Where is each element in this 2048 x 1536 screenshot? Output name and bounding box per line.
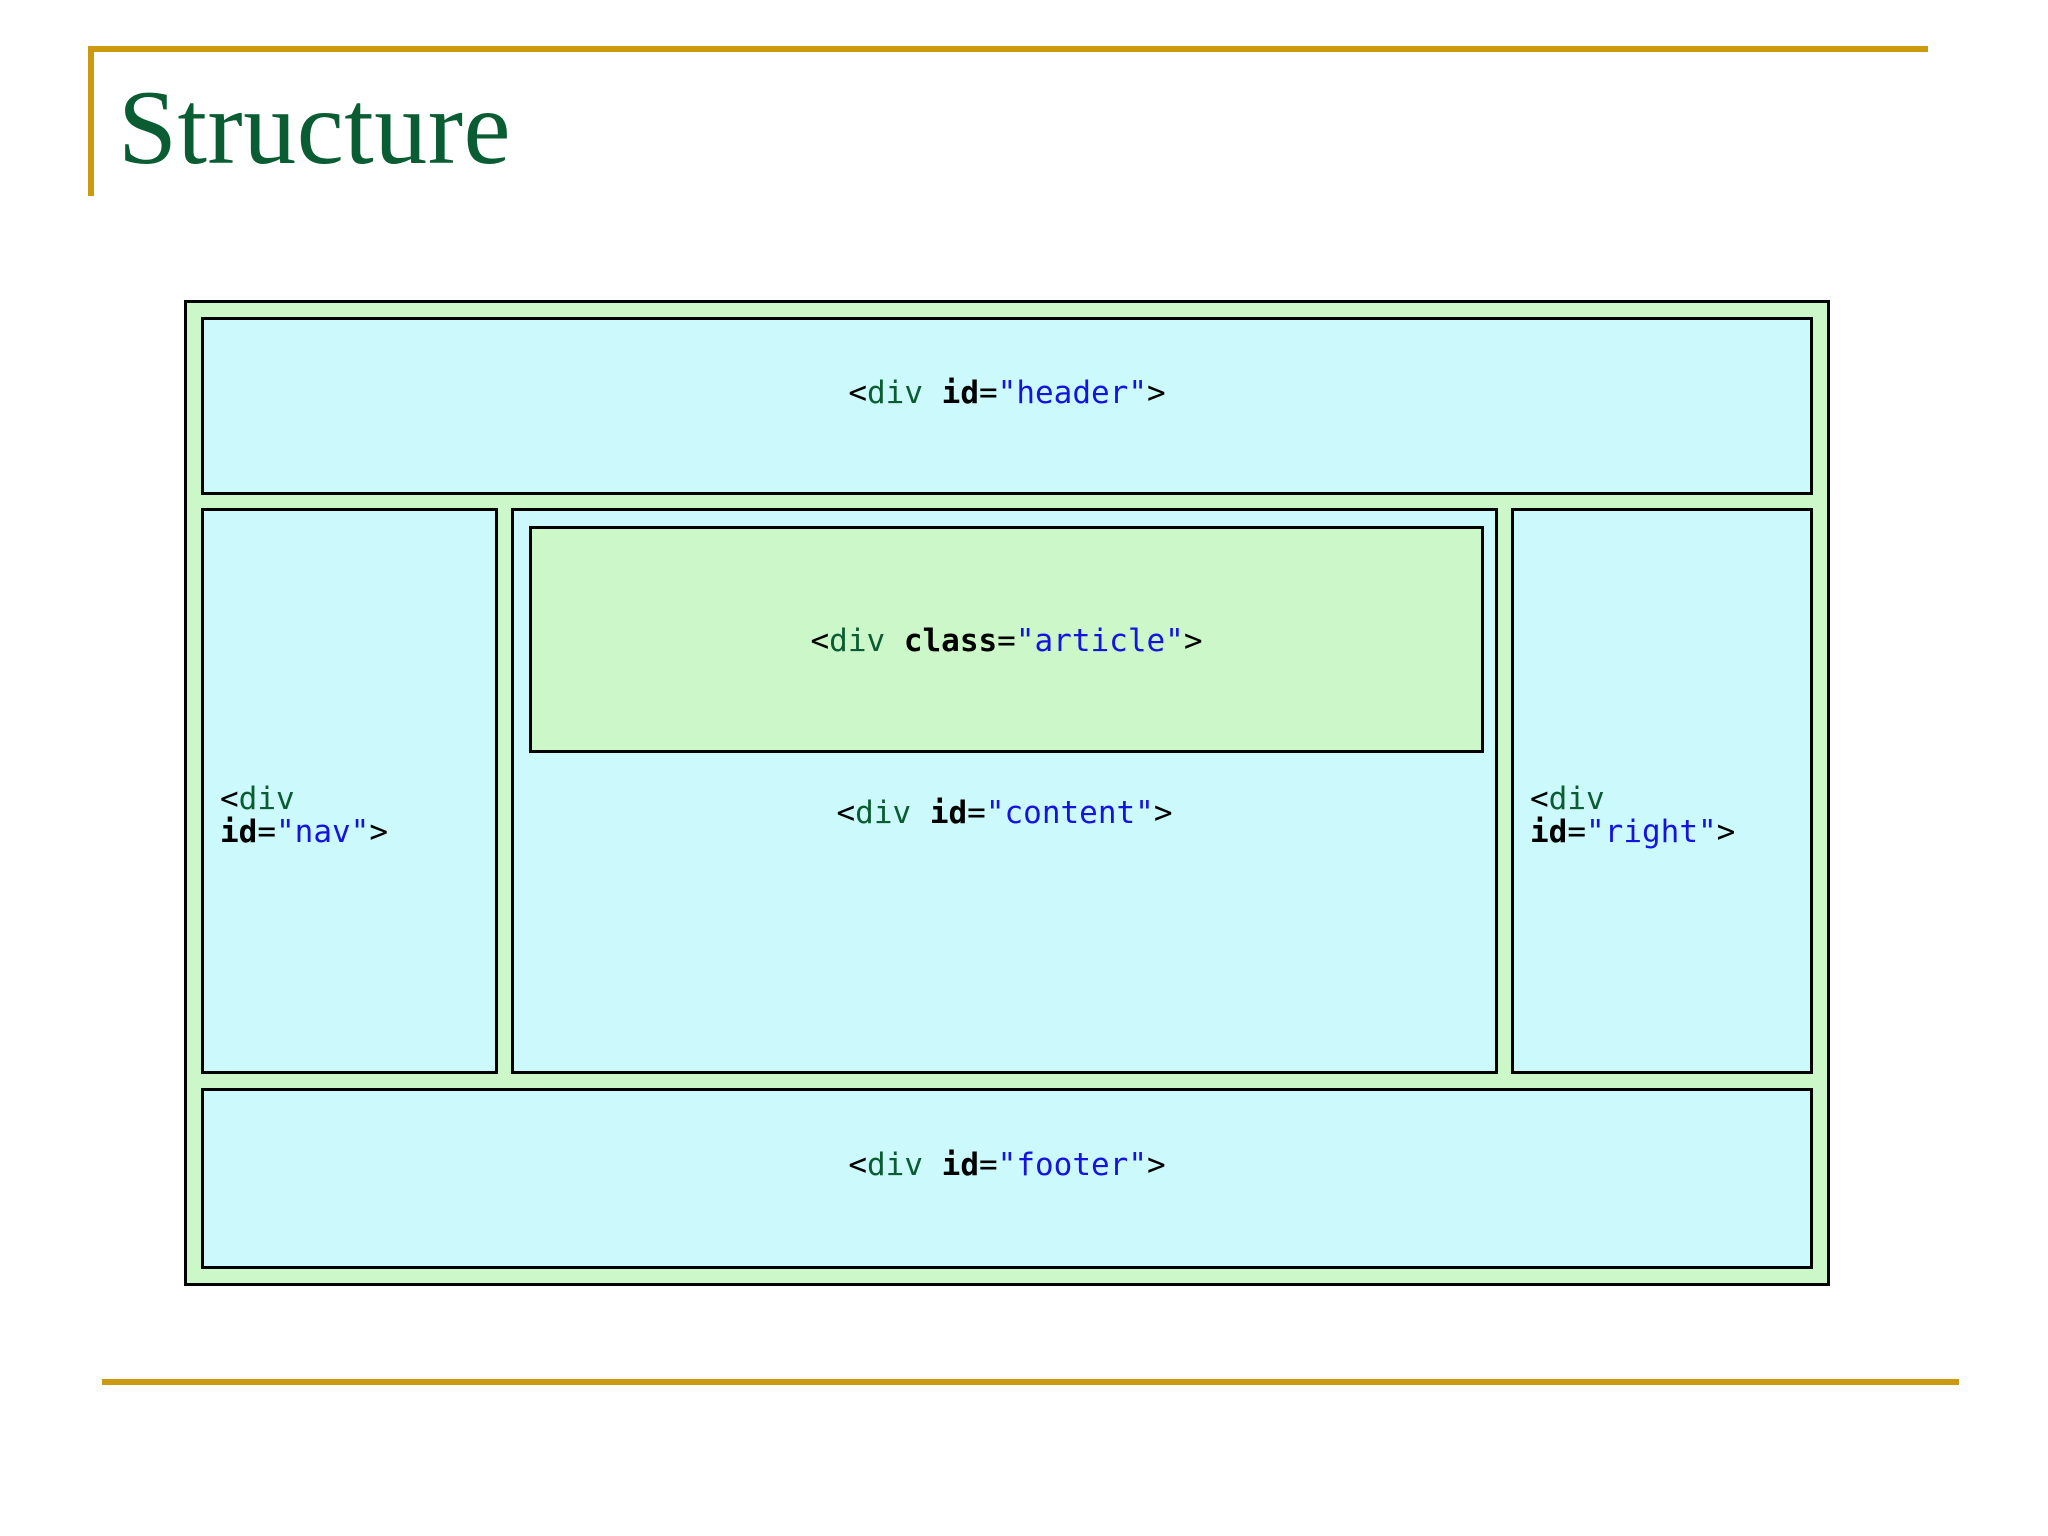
nav-equals: =: [257, 814, 276, 851]
right-attr-value: "right": [1586, 814, 1717, 851]
top-accent-rule: [88, 46, 1928, 52]
page-title: Structure: [118, 69, 512, 186]
nav-tag-name: div: [238, 781, 295, 817]
header-equals: =: [979, 375, 998, 411]
article-close-bracket: >: [1183, 623, 1203, 659]
nav-attr-value: "nav": [276, 814, 370, 851]
header-close-bracket: >: [1146, 375, 1166, 411]
bottom-accent-rule: [102, 1379, 1959, 1385]
content-close-bracket: >: [1153, 795, 1173, 831]
footer-tag-name: div: [867, 1147, 923, 1183]
diagram-block-footer: <div id="footer">: [201, 1088, 1813, 1269]
footer-close-bracket: >: [1146, 1147, 1166, 1183]
header-attr-value: "header": [997, 375, 1147, 411]
right-open-bracket: <: [1530, 781, 1549, 817]
article-attr-value: "article": [1015, 623, 1184, 659]
content-attr-value: "content": [985, 795, 1154, 831]
article-tag-name: div: [829, 623, 886, 659]
content-equals: =: [967, 795, 986, 831]
header-code-label: <div id="header">: [204, 375, 1810, 411]
header-space: [923, 375, 942, 411]
header-open-bracket: <: [848, 375, 867, 411]
content-open-bracket: <: [836, 795, 856, 831]
nav-open-bracket: <: [220, 781, 239, 817]
article-code-label: <div class="article">: [532, 623, 1481, 659]
article-space: [885, 623, 904, 659]
right-equals: =: [1567, 814, 1586, 851]
diagram-block-article: <div class="article">: [529, 526, 1484, 753]
right-tag-name: div: [1548, 781, 1605, 817]
nav-close-bracket: >: [369, 814, 388, 851]
footer-code-label: <div id="footer">: [204, 1147, 1810, 1183]
footer-attr-name: id: [941, 1147, 979, 1183]
left-accent-rule: [88, 46, 94, 196]
article-equals: =: [997, 623, 1016, 659]
diagram-block-header: <div id="header">: [201, 317, 1813, 495]
nav-attr-name: id: [220, 814, 258, 851]
content-tag-name: div: [855, 795, 912, 831]
footer-attr-value: "footer": [997, 1147, 1147, 1183]
article-open-bracket: <: [810, 623, 830, 659]
right-attr-name: id: [1530, 814, 1568, 851]
diagram-block-content: <div class="article"> <div id="content">: [511, 508, 1498, 1074]
content-attr-name: id: [929, 795, 968, 831]
article-attr-name: class: [903, 623, 998, 659]
footer-equals: =: [979, 1147, 998, 1183]
header-attr-name: id: [941, 375, 979, 411]
content-space: [911, 795, 930, 831]
content-code-label: <div id="content">: [514, 795, 1495, 831]
header-tag-name: div: [867, 375, 923, 411]
footer-open-bracket: <: [848, 1147, 867, 1183]
right-close-bracket: >: [1716, 814, 1736, 851]
footer-space: [923, 1147, 942, 1183]
